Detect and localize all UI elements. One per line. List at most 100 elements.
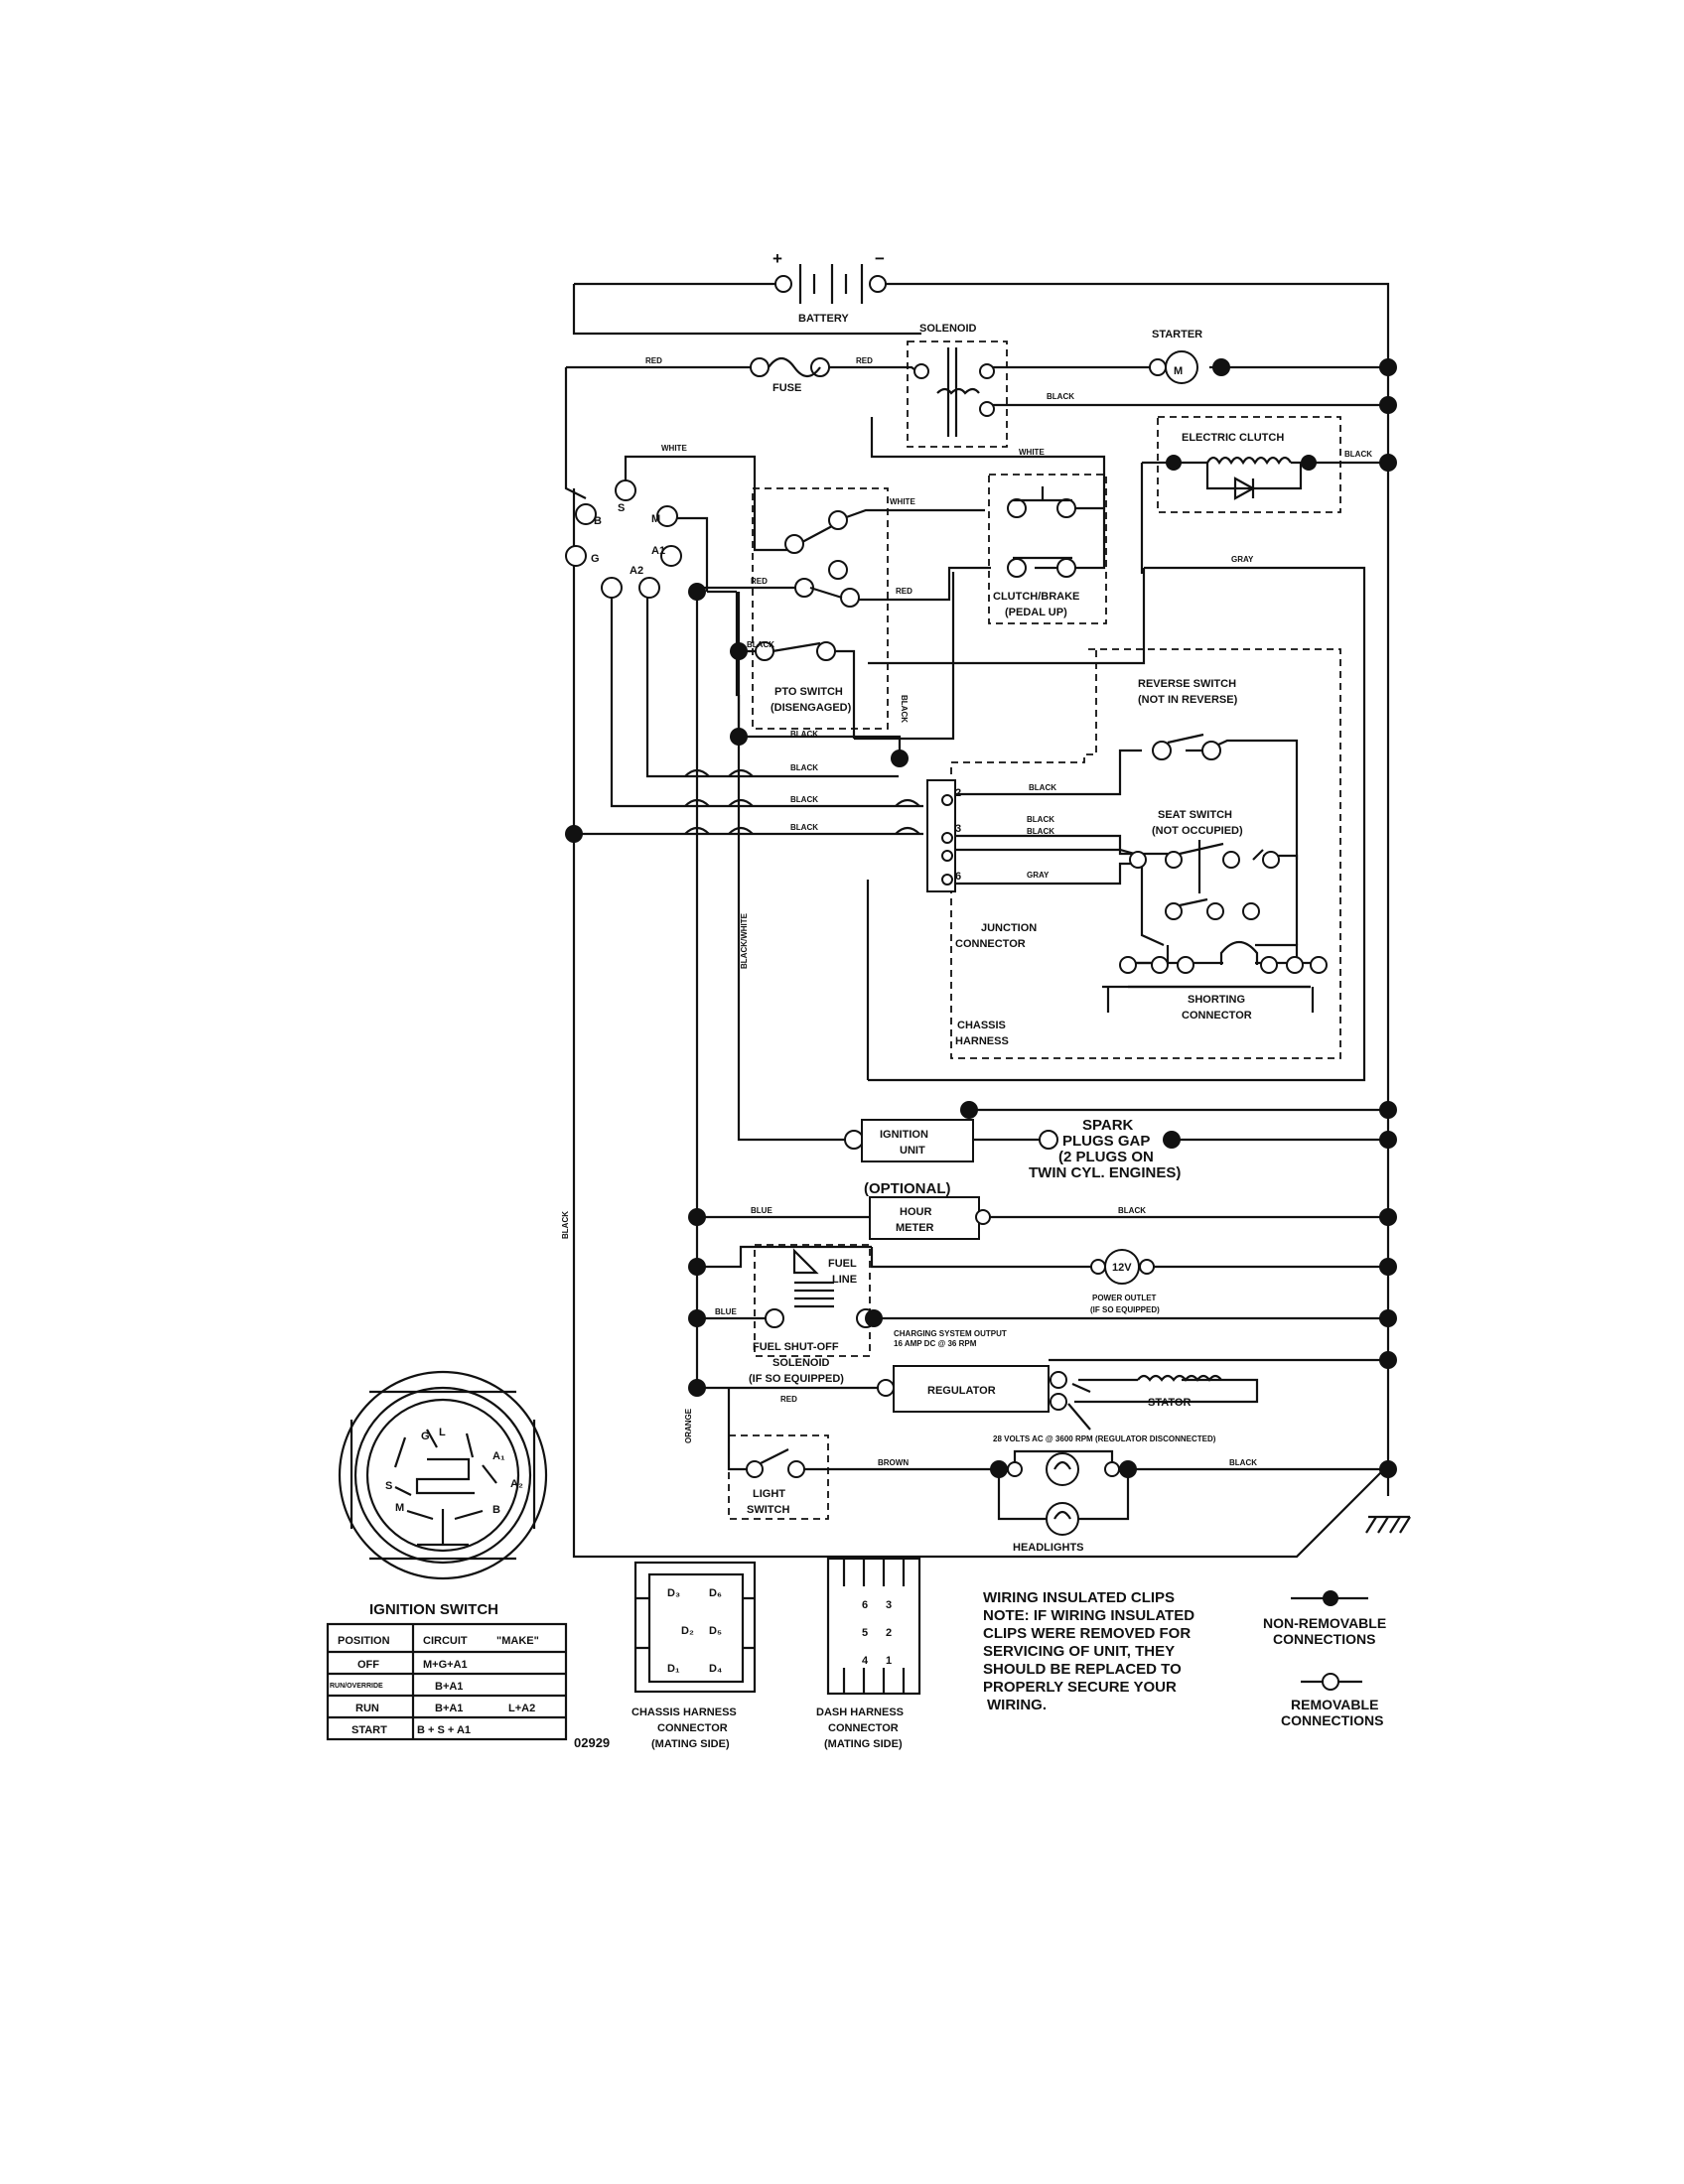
junction-connector: 2 3 6 JUNCTION CONNECTOR CHASSIS HARNESS: [926, 779, 1037, 1047]
wire-crossovers: [684, 768, 920, 835]
chassis-harness-boundary: [950, 648, 1341, 1059]
ch-pin-d3: D₃: [667, 1587, 680, 1599]
table-cell-circuit: B+A1: [435, 1703, 463, 1714]
wire-label-black-white: BLACK/WHITE: [740, 912, 749, 969]
note-line: CLIPS WERE REMOVED FOR: [983, 1625, 1191, 1642]
chassis-connector-label-1: CHASSIS HARNESS: [632, 1706, 737, 1718]
dh-pin-6: 6: [862, 1599, 868, 1611]
solenoid-box: [907, 341, 1008, 448]
face-terminal-l: L: [439, 1427, 446, 1438]
wire-label-black: BLACK: [1229, 1458, 1257, 1467]
power-outlet-label-2: (IF SO EQUIPPED): [1090, 1305, 1160, 1314]
charging-system: CHARGING SYSTEM OUTPUT 16 AMP DC @ 36 RP…: [877, 1329, 1222, 1443]
wire-label-black: BLACK: [561, 1211, 570, 1239]
ign-terminal-m: M: [651, 513, 660, 525]
wire-label-black: BLACK: [747, 640, 774, 649]
dh-pin-5: 5: [862, 1627, 868, 1639]
shorting-connector-label-2: CONNECTOR: [1182, 1010, 1252, 1022]
ign-terminal-b: B: [594, 515, 602, 527]
wire-label-black: BLACK: [1027, 827, 1054, 836]
starter-motor-label: M: [1174, 365, 1183, 377]
face-terminal-a1: A₁: [492, 1450, 505, 1462]
headlights: HEADLIGHTS: [1007, 1452, 1120, 1554]
wiring-note: WIRING INSULATED CLIPS NOTE: IF WIRING I…: [983, 1589, 1194, 1713]
seat-switch-label: SEAT SWITCH: [1158, 809, 1232, 821]
wire-label-red: RED: [751, 577, 768, 586]
hour-meter: (OPTIONAL) HOUR METER: [864, 1180, 991, 1240]
dh-pin-2: 2: [886, 1627, 892, 1639]
face-terminal-a2: A₂: [510, 1478, 523, 1490]
wire-label-black: BLACK: [1047, 392, 1074, 401]
face-terminal-m: M: [395, 1502, 404, 1514]
electric-clutch-box: [1157, 416, 1341, 513]
fuse-label: FUSE: [772, 382, 801, 394]
fuel-shutoff-label-2: SOLENOID: [772, 1357, 830, 1369]
dash-harness-connector: 6 3 5 2 4 1 DASH HARNESS CONNECTOR (MATI…: [816, 1557, 921, 1750]
light-switch-label-2: SWITCH: [747, 1504, 789, 1516]
wire-label-red: RED: [780, 1395, 797, 1404]
note-line: SERVICING OF UNIT, THEY: [983, 1643, 1175, 1660]
reverse-switch-label: REVERSE SWITCH: [1138, 678, 1236, 690]
ignition-unit-label-1: IGNITION: [880, 1129, 928, 1141]
shorting-connector-label-1: SHORTING: [1188, 994, 1245, 1006]
note-title: WIRING INSULATED CLIPS: [983, 1589, 1175, 1606]
table-cell-position: OFF: [357, 1659, 379, 1671]
clutch-brake-box: [988, 474, 1107, 624]
table-cell-circuit: M+G+A1: [423, 1659, 468, 1671]
face-terminal-b: B: [492, 1504, 500, 1516]
light-switch-box: [728, 1434, 829, 1520]
wire-label-orange: ORANGE: [684, 1408, 693, 1443]
ignition-switch-title: IGNITION SWITCH: [369, 1601, 498, 1618]
ign-terminal-s: S: [618, 502, 625, 514]
light-switch: LIGHT SWITCH: [746, 1448, 805, 1516]
electric-clutch: ELECTRIC CLUTCH: [1182, 432, 1292, 500]
wire-label-black: BLACK: [1344, 450, 1372, 459]
note-line: SHOULD BE REPLACED TO: [983, 1661, 1182, 1678]
ignition-switch-table: IGNITION SWITCH POSITION CIRCUIT "MAKE" …: [326, 1601, 610, 1750]
fuel-line-label-2: LINE: [832, 1274, 857, 1286]
pto-switch-box: [752, 487, 889, 730]
chassis-connector-label-3: (MATING SIDE): [651, 1738, 730, 1750]
wire-label-black: BLACK: [790, 823, 818, 832]
reverse-switch-state: (NOT IN REVERSE): [1138, 694, 1238, 706]
wire-label-black: BLACK: [790, 730, 818, 739]
electric-clutch-label: ELECTRIC CLUTCH: [1182, 432, 1284, 444]
wire-label-white: WHITE: [890, 497, 915, 506]
pto-switch: PTO SWITCH (DISENGAGED): [755, 510, 860, 714]
solenoid: SOLENOID: [913, 323, 995, 437]
regulator-label: REGULATOR: [927, 1385, 996, 1397]
fuel-shutoff-box: [754, 1244, 871, 1357]
jc-pin-2: 2: [955, 787, 961, 799]
wire-label-black: BLACK: [790, 763, 818, 772]
power-outlet-voltage: 12V: [1112, 1262, 1132, 1274]
note-line: WIRING.: [987, 1697, 1047, 1713]
face-terminal-s: S: [385, 1480, 392, 1492]
wire-label-black: BLACK: [790, 795, 818, 804]
note-line: NOTE: IF WIRING INSULATED: [983, 1607, 1194, 1624]
hour-meter-optional: (OPTIONAL): [864, 1180, 951, 1197]
starter-label: STARTER: [1152, 329, 1202, 341]
face-terminal-g: G: [421, 1431, 430, 1442]
wire-label-black: BLACK: [1027, 815, 1054, 824]
battery: + − BATTERY: [772, 249, 887, 325]
legend-removable-2: CONNECTIONS: [1281, 1712, 1383, 1728]
clutch-brake-state: (PEDAL UP): [1005, 607, 1067, 618]
hour-meter-label-1: HOUR: [900, 1206, 931, 1218]
wire-label-white: WHITE: [661, 444, 687, 453]
dh-pin-4: 4: [862, 1655, 869, 1667]
spark-label-1: SPARK: [1082, 1117, 1134, 1134]
legend-non-removable-2: CONNECTIONS: [1273, 1631, 1375, 1647]
battery-negative-label: −: [875, 249, 885, 268]
spark-plugs: SPARK PLUGS GAP (2 PLUGS ON TWIN CYL. EN…: [1029, 1117, 1181, 1181]
pto-switch-label: PTO SWITCH: [774, 686, 843, 698]
wire-label-red: RED: [896, 587, 912, 596]
wire-label-red: RED: [645, 356, 662, 365]
seat-switch-state: (NOT OCCUPIED): [1152, 825, 1243, 837]
battery-label: BATTERY: [798, 313, 849, 325]
dash-connector-label-1: DASH HARNESS: [816, 1706, 904, 1718]
jc-pin-3: 3: [955, 823, 961, 835]
seat-switch: SEAT SWITCH (NOT OCCUPIED): [1129, 809, 1280, 920]
table-header-position: POSITION: [338, 1635, 390, 1647]
solenoid-label: SOLENOID: [919, 323, 977, 335]
table-cell-extra: L+A2: [508, 1703, 535, 1714]
